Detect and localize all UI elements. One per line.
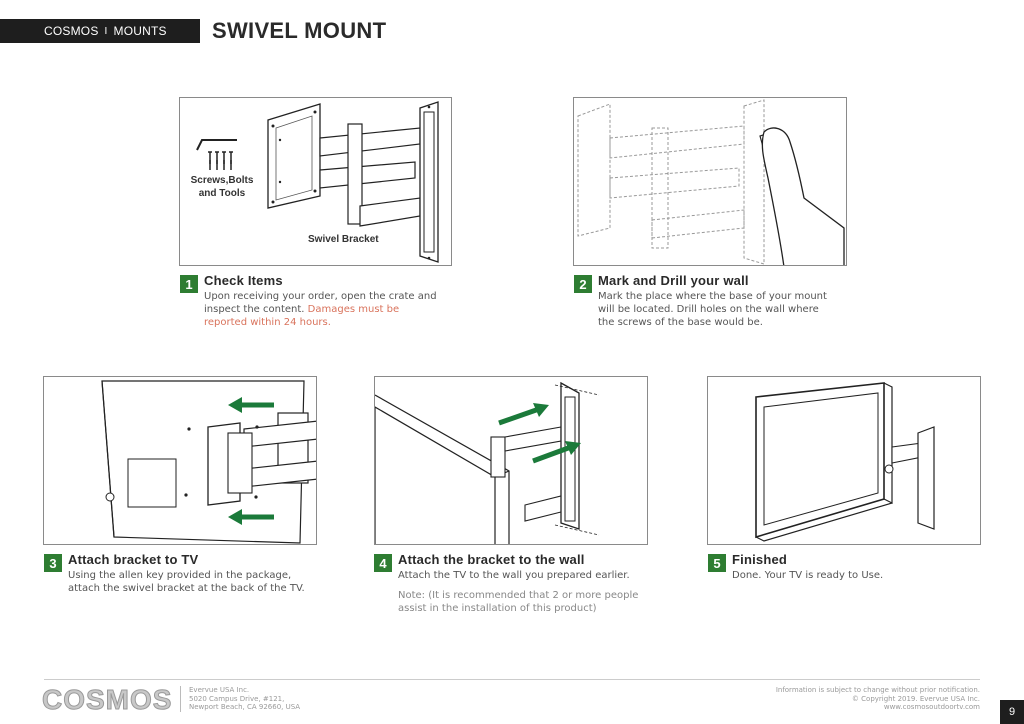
step-number-badge: 4 [374,554,392,572]
section-label: MOUNTS [113,24,167,38]
tv-back-illustration [101,380,316,544]
separator: I [104,25,108,37]
step-3: 3 Attach bracket to TV Using the allen k… [44,552,334,602]
damage-warning-cont: reported within 24 hours. [204,317,331,328]
step-number-badge: 5 [708,554,726,572]
legal-notice: Information is subject to change without… [775,686,980,711]
step-title: Check Items [204,273,283,288]
panel-attach-wall [374,376,648,545]
step-description: Attach the TV to the wall you prepared e… [398,570,630,581]
step-5: 5 Finished Done. Your TV is ready to Use… [708,552,968,592]
step-4: 4 Attach the bracket to the wall Attach … [374,552,674,622]
step-note: Note: (It is recommended that 2 or more … [398,590,639,614]
website-link: www.cosmosoutdoortv.com [883,703,980,711]
step-title: Finished [732,552,788,567]
brand-label: COSMOS [44,24,99,38]
panel-attach-bracket-tv [43,376,317,545]
swivel-bracket-illustration [196,101,439,263]
finished-tv-illustration [755,382,935,542]
step-title: Attach bracket to TV [68,552,199,567]
step-description: Done. Your TV is ready to Use. [732,570,884,581]
bracket-label: Swivel Bracket [308,234,379,245]
step-2: 2 Mark and Drill your wall Mark the plac… [574,273,864,343]
page-title: SWIVEL MOUNT [212,18,387,43]
step-title: Mark and Drill your wall [598,273,749,288]
panel-finished [707,376,981,545]
company-address: Evervue USA Inc. 5020 Campus Drive, #121… [180,686,300,712]
step-number-badge: 1 [180,275,198,293]
step-1: 1 Check Items Upon receiving your order,… [180,273,460,343]
footer-divider [44,679,980,680]
step-title: Attach the bracket to the wall [398,552,585,567]
wall-attach-illustration [375,381,600,544]
step-number-badge: 2 [574,275,592,293]
cosmos-logo: COSMOS [41,684,173,716]
section-tag: COSMOS I MOUNTS [0,19,200,43]
step-description: Using the allen key provided in the pack… [68,570,305,594]
step-description: Mark the place where the base of your mo… [598,291,827,328]
mark-wall-illustration [577,99,845,265]
panel-mark-drill [573,97,847,266]
page-number: 9 [1000,700,1024,724]
step-description: Upon receiving your order, open the crat… [204,291,437,328]
damage-warning: Damages must be [307,304,400,315]
step-number-badge: 3 [44,554,62,572]
